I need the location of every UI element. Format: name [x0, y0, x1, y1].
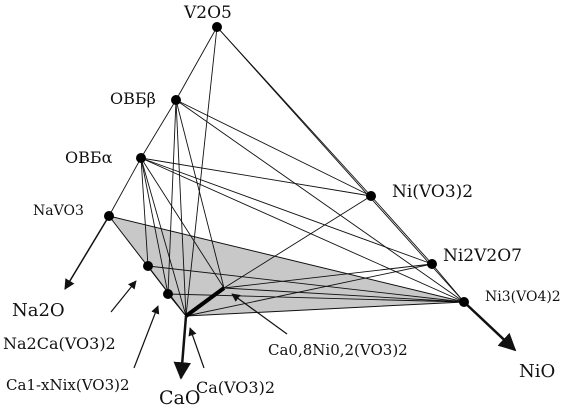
label-ca08ni02-vo3-2: Ca0,8Ni0,2(VO3)2 — [268, 341, 408, 359]
label-na2o: Na2O — [12, 300, 65, 321]
point-na2ca-vo3-2 — [143, 261, 153, 271]
label-ni2v2o7: Ni2V2O7 — [443, 246, 522, 266]
point-v2o5 — [212, 22, 222, 32]
point-obb-beta — [171, 95, 181, 105]
label-navo3: NaVO3 — [33, 203, 84, 219]
point-obb-alpha — [136, 153, 146, 163]
phase-points — [104, 22, 469, 307]
label-ca1x-nix-vo3-2: Ca1-xNix(VO3)2 — [6, 376, 130, 394]
label-v2o5: V2O5 — [183, 3, 232, 23]
label-na2ca-vo3-2: Na2Ca(VO3)2 — [3, 334, 116, 353]
label-ni3-vo4-2: Ni3(VO4)2 — [485, 289, 561, 305]
point-ni3-vo4-2 — [459, 297, 469, 307]
label-ni-vo3-2: Ni(VO3)2 — [392, 182, 473, 202]
point-ni-vo3-2 — [366, 191, 376, 201]
label-ca-vo3-2: Ca(VO3)2 — [196, 378, 275, 397]
point-ca1x-nix-vo3-2 — [163, 289, 173, 299]
component-arrows — [64, 215, 517, 380]
label-obb-beta: ОВБβ — [110, 89, 156, 108]
label-obb-alpha: ОВБα — [65, 148, 113, 167]
tie-lines — [108, 26, 465, 317]
pointer-arrows — [110, 280, 288, 369]
label-nio: NiO — [519, 361, 555, 382]
point-ni2v2o7 — [427, 259, 437, 269]
point-navo3 — [104, 211, 114, 221]
label-cao: CaO — [159, 387, 200, 408]
solid-solution-segment — [184, 286, 226, 318]
